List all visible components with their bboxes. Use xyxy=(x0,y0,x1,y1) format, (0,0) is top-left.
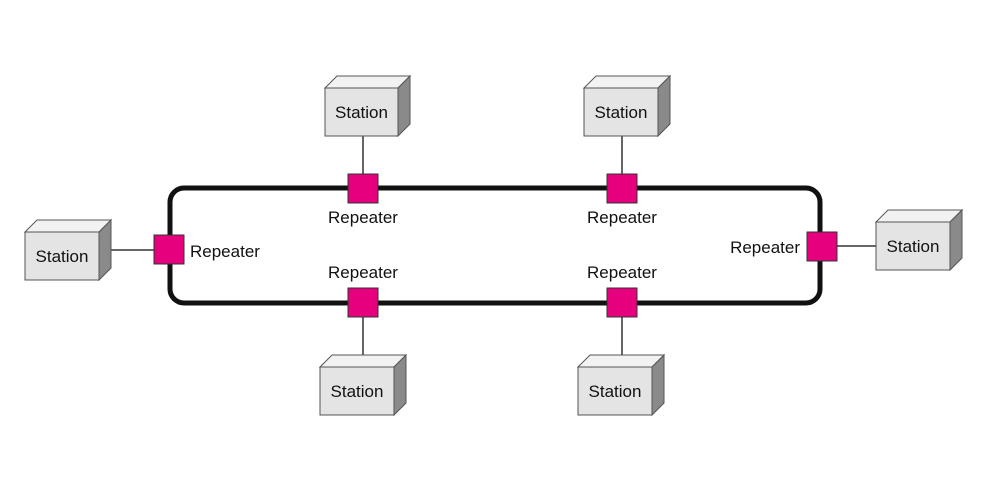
repeater-label-bottom-left: Repeater xyxy=(328,263,398,282)
repeater-bottom-right xyxy=(606,287,638,318)
repeater-left xyxy=(153,234,185,265)
repeater-label-bottom-right: Repeater xyxy=(587,263,657,282)
station-label: Station xyxy=(887,237,940,256)
repeater-right xyxy=(806,231,838,262)
ring-cable xyxy=(167,185,823,306)
station-label: Station xyxy=(36,247,89,266)
repeater-label-top-left: Repeater xyxy=(328,208,398,227)
station-label: Station xyxy=(595,103,648,122)
station-top-left: Station xyxy=(323,74,412,138)
repeater-top-left xyxy=(347,173,379,204)
station-left: Station xyxy=(23,218,113,282)
station-label: Station xyxy=(331,382,384,401)
station-label: Station xyxy=(589,382,642,401)
repeater-bottom-left xyxy=(347,287,379,318)
repeater-top-right xyxy=(606,173,638,204)
repeater-label-right: Repeater xyxy=(730,238,800,257)
station-right: Station xyxy=(874,208,964,272)
repeater-label-top-right: Repeater xyxy=(587,208,657,227)
station-top-right: Station xyxy=(582,74,672,138)
repeater-label-left: Repeater xyxy=(190,242,260,261)
station-label: Station xyxy=(335,103,388,122)
station-bottom-left: Station xyxy=(318,353,408,417)
station-bottom-right: Station xyxy=(576,353,666,417)
